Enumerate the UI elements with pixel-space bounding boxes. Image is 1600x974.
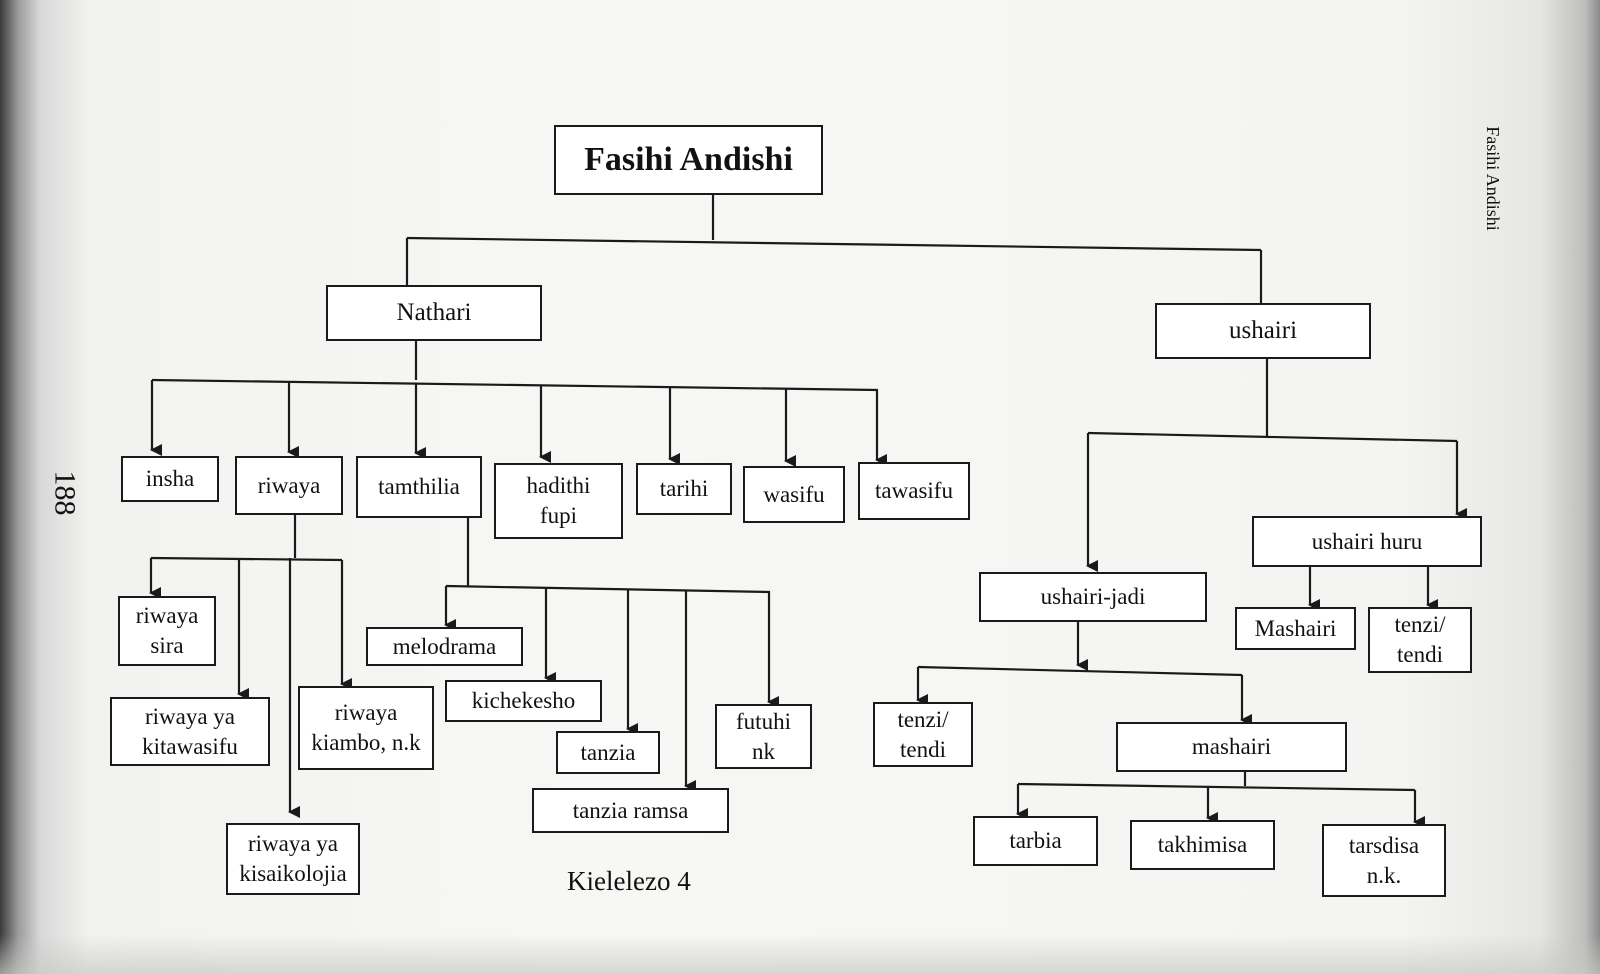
node-tarsdisa-nk: tarsdisa n.k. (1322, 824, 1446, 897)
node-kichekesho: kichekesho (445, 680, 602, 722)
connector-riwaya-bar (150, 556, 343, 562)
node-riwaya-sira: riwaya sira (118, 596, 216, 666)
node-riwaya-kisaikolojia: riwaya ya kisaikolojia (226, 823, 360, 895)
node-ushairi: ushairi (1155, 303, 1371, 359)
page-number: 188 (48, 470, 82, 516)
node-tawasifu: tawasifu (858, 462, 970, 520)
connector-ushairi-bar (1087, 431, 1458, 443)
node-takhimisa: takhimisa (1130, 820, 1275, 870)
node-tanzia-ramsa: tanzia ramsa (532, 788, 729, 833)
node-tarbia: tarbia (973, 816, 1098, 866)
running-head: Fasihi Andishi (1482, 126, 1503, 231)
connector-nathari-bar (151, 378, 879, 392)
connector-mashairi-bar (1017, 782, 1416, 792)
node-wasifu: wasifu (743, 466, 845, 523)
node-tanzia: tanzia (556, 731, 660, 774)
node-melodrama: melodrama (366, 627, 523, 666)
node-mashairi-jadi: mashairi (1116, 722, 1347, 772)
node-insha: insha (121, 456, 219, 502)
node-tenzi-tendi-jadi: tenzi/ tendi (873, 702, 973, 767)
node-tamthilia: tamthilia (356, 456, 482, 518)
node-futuhi-nk: futuhi nk (715, 704, 812, 769)
node-riwaya: riwaya (235, 456, 343, 515)
node-ushairi-jadi: ushairi-jadi (979, 572, 1207, 622)
node-riwaya-kitawasifu: riwaya ya kitawasifu (110, 697, 270, 766)
connector-jadi-bar (917, 665, 1243, 677)
node-hadithi-fupi: hadithi fupi (494, 463, 623, 539)
node-ushairi-huru: ushairi huru (1252, 516, 1482, 567)
figure-caption: Kielelezo 4 (567, 866, 691, 896)
node-mashairi-huru: Mashairi (1235, 607, 1356, 650)
node-nathari: Nathari (326, 285, 542, 341)
node-riwaya-kiambo: riwaya kiambo, n.k (298, 686, 434, 770)
node-tenzi-tendi-huru: tenzi/ tendi (1368, 607, 1472, 673)
connector-root-bar (406, 236, 1262, 252)
connector-tamthilia-bar (445, 584, 771, 594)
node-tarihi: tarihi (636, 463, 732, 515)
node-fasihi-andishi: Fasihi Andishi (554, 125, 823, 195)
